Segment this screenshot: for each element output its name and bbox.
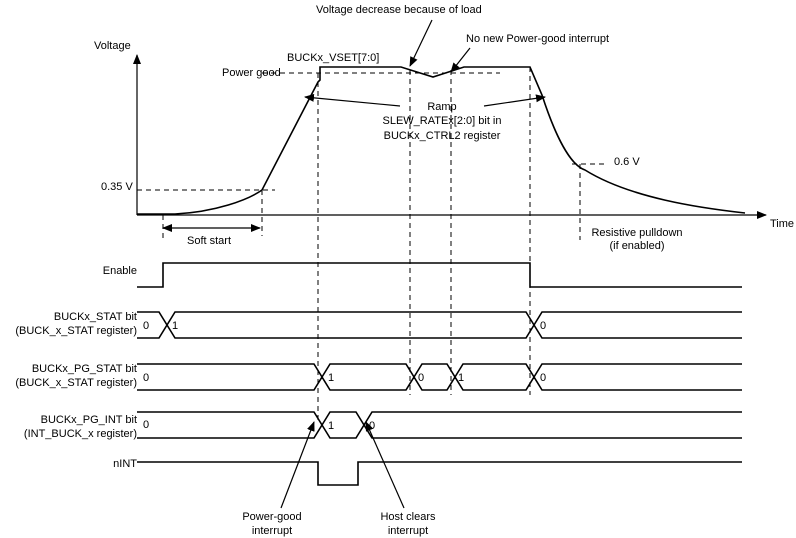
- voltage-decrease-arrow: [409, 19, 433, 67]
- host-clears-arrow: [365, 421, 405, 509]
- buck-pg-stat-value-1: 1: [328, 372, 334, 384]
- buck-pg-stat-value-2: 0: [418, 372, 424, 384]
- buck-pg-int-value-1: 1: [328, 420, 334, 432]
- soft-start-label: Soft start: [187, 235, 231, 247]
- v06-label: 0.6 V: [614, 156, 640, 168]
- pulldown-label-line-2: (if enabled): [609, 240, 664, 252]
- buck-stat-value-1: 1: [172, 320, 178, 332]
- ramp-annotation: Ramp SLEW_RATEx[2:0] bit in BUCKx_CTRL2 …: [382, 101, 501, 142]
- buck-pg-stat-label-line-2: (BUCK_x_STAT register): [15, 377, 137, 389]
- buck-pg-stat-value-3: 1: [458, 372, 464, 384]
- buck-pg-stat-value-0: 0: [143, 372, 149, 384]
- buck-pg-stat-label-line-1: BUCKx_PG_STAT bit: [32, 363, 137, 375]
- ramp-label-line-2: SLEW_RATEx[2:0] bit in: [382, 115, 501, 127]
- no-new-pg-label: No new Power-good interrupt: [466, 33, 609, 45]
- nint-waveform: [137, 461, 742, 486]
- buck-stat-label-line-1: BUCKx_STAT bit: [54, 311, 137, 323]
- buck-stat-bus: [137, 311, 742, 339]
- ramp-arrow-left: [304, 93, 401, 107]
- buck-pg-stat-bus: [137, 363, 742, 391]
- pg-interrupt-label-line-1: Power-good: [242, 511, 301, 523]
- nint-label: nINT: [113, 458, 137, 470]
- voltage-curve: [137, 66, 746, 215]
- ramp-label-line-3: BUCKx_CTRL2 register: [384, 130, 501, 142]
- host-clears-label-line-1: Host clears: [380, 511, 436, 523]
- buck-pg-int-label-line-2: (INT_BUCK_x register): [24, 428, 137, 440]
- voltage-axis-label: Voltage: [94, 40, 131, 52]
- pulldown-label-line-1: Resistive pulldown: [591, 227, 682, 239]
- host-clears-label-line-2: interrupt: [388, 525, 428, 537]
- pg-interrupt-label-line-2: interrupt: [252, 525, 292, 537]
- voltage-decrease-label: Voltage decrease because of load: [316, 4, 482, 16]
- time-axis-label: Time: [770, 218, 794, 230]
- power-good-label: Power good: [222, 67, 281, 79]
- ramp-label-line-1: Ramp: [427, 101, 456, 113]
- pg-interrupt-arrow: [280, 421, 315, 509]
- ramp-arrow-right: [483, 94, 546, 107]
- buck-pg-int-value-0: 0: [143, 419, 149, 431]
- buck-pg-stat-value-4: 0: [540, 372, 546, 384]
- buck-stat-label-line-2: (BUCK_x_STAT register): [15, 325, 137, 337]
- v035-label: 0.35 V: [101, 181, 133, 193]
- no-new-pg-arrow: [450, 47, 471, 73]
- buck-pg-int-bus: [137, 411, 742, 439]
- enable-waveform: [137, 262, 742, 288]
- buck-stat-value-0: 0: [143, 320, 149, 332]
- buck-stat-value-2: 0: [540, 320, 546, 332]
- buck-pg-int-label-line-1: BUCKx_PG_INT bit: [41, 414, 137, 426]
- vset-label: BUCKx_VSET[7:0]: [287, 52, 379, 64]
- enable-label: Enable: [103, 265, 137, 277]
